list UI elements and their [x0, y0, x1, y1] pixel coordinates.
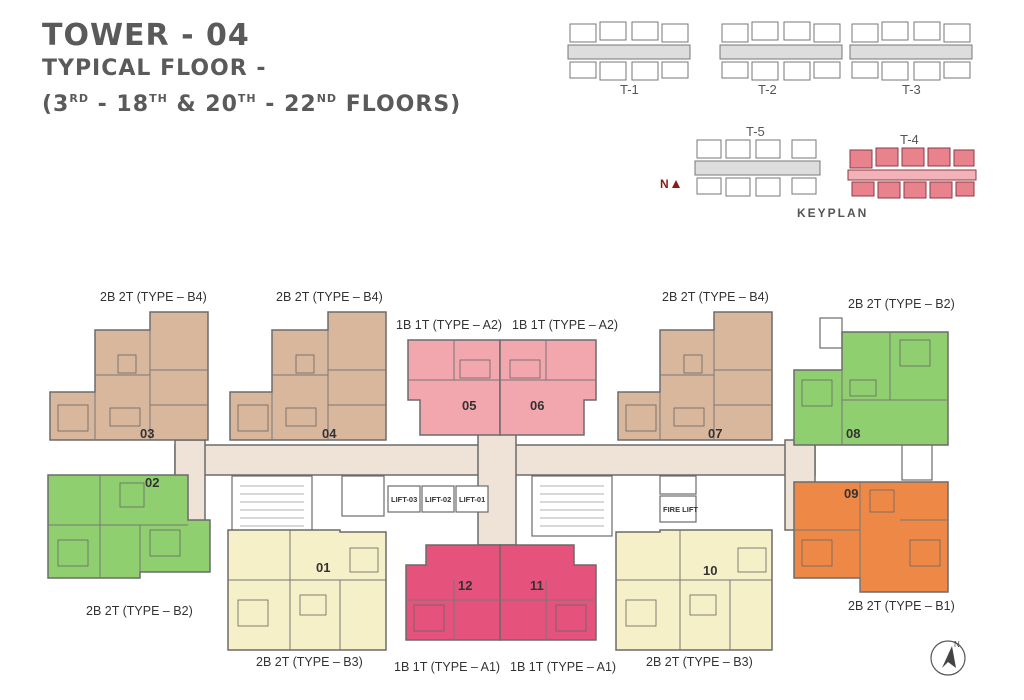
lift-labels: LIFT-03 LIFT-02 LIFT-01 FIRE LIFT	[391, 495, 698, 514]
unit-10	[615, 529, 773, 651]
keyplan-t2	[719, 21, 843, 81]
unit-type-03: 2B 2T (TYPE – B4)	[100, 290, 207, 304]
keyplan-t3	[849, 21, 973, 81]
unit-03	[49, 311, 209, 441]
north-arrow-icon	[672, 180, 680, 188]
fire-lift	[659, 495, 697, 523]
lift-01	[455, 485, 489, 513]
unit-12	[405, 544, 501, 641]
svg-text:N: N	[954, 640, 960, 649]
unit-type-09: 2B 2T (TYPE – B1)	[848, 599, 955, 613]
unit-type-10: 2B 2T (TYPE – B3)	[646, 655, 753, 669]
keyplan-t5	[694, 139, 821, 197]
floor-subtitle: TYPICAL FLOOR -	[42, 56, 267, 81]
unit-no-07: 07	[708, 426, 722, 441]
unit-no-06: 06	[530, 398, 544, 413]
unit-type-11: 1B 1T (TYPE – A1)	[510, 660, 617, 674]
unit-09	[793, 481, 949, 593]
unit-type-05: 1B 1T (TYPE – A2)	[396, 318, 503, 332]
unit-11	[499, 544, 597, 641]
unit-no-12: 12	[458, 578, 472, 593]
lift-03	[387, 485, 421, 513]
floor-range: (3RD - 18TH & 20TH - 22ND FLOORS)	[42, 92, 462, 117]
unit-no-08: 08	[846, 426, 860, 441]
unit-no-11: 11	[530, 578, 544, 593]
keyplan-label-t3: T-3	[902, 82, 921, 97]
keyplan	[567, 21, 977, 199]
unit-type-01: 2B 2T (TYPE – B3)	[256, 655, 363, 669]
unit-type-02: 2B 2T (TYPE – B2)	[86, 604, 193, 618]
keyplan-title: KEYPLAN	[797, 206, 869, 220]
fire-lift-label: FIRE LIFT	[663, 505, 698, 514]
north-label: N	[660, 177, 669, 191]
title-block: TOWER - 04 TYPICAL FLOOR - (3RD - 18TH &…	[42, 18, 461, 120]
keyplan-label-t4: T-4	[900, 132, 919, 147]
unit-no-05: 05	[462, 398, 476, 413]
unit-07	[617, 311, 773, 441]
unit-type-04: 2B 2T (TYPE – B4)	[276, 290, 383, 304]
core	[231, 317, 933, 537]
furniture	[57, 339, 941, 632]
keyplan-t4	[847, 147, 977, 199]
unit-type-12: 1B 1T (TYPE – A1)	[394, 660, 501, 674]
keyplan-label-t5: T-5	[746, 124, 765, 139]
unit-type-06: 1B 1T (TYPE – A2)	[512, 318, 619, 332]
units	[47, 311, 949, 651]
unit-08	[793, 331, 949, 446]
compass-icon: N	[930, 640, 966, 676]
unit-02	[47, 474, 211, 579]
corridor	[174, 419, 816, 546]
unit-01	[227, 529, 387, 651]
unit-04	[229, 311, 387, 441]
room-walls	[48, 330, 948, 650]
unit-type-07: 2B 2T (TYPE – B4)	[662, 290, 769, 304]
unit-no-02: 02	[145, 475, 159, 490]
unit-no-03: 03	[140, 426, 154, 441]
keyplan-t1	[567, 21, 691, 81]
unit-no-01: 01	[316, 560, 330, 575]
unit-no-04: 04	[322, 426, 337, 441]
unit-type-08: 2B 2T (TYPE – B2)	[848, 297, 955, 311]
unit-no-09: 09	[844, 486, 858, 501]
lift-01-label: LIFT-01	[459, 495, 485, 504]
lift-02-label: LIFT-02	[425, 495, 451, 504]
unit-06	[499, 339, 597, 436]
unit-no-10: 10	[703, 563, 717, 578]
lift-02	[421, 485, 455, 513]
lift-03-label: LIFT-03	[391, 495, 417, 504]
keyplan-label-t2: T-2	[758, 82, 777, 97]
unit-numbers: 03 04 05 06 07 08 02 01 12 11 10 09	[140, 398, 860, 593]
tower-title: TOWER - 04	[42, 18, 250, 53]
keyplan-label-t1: T-1	[620, 82, 639, 97]
